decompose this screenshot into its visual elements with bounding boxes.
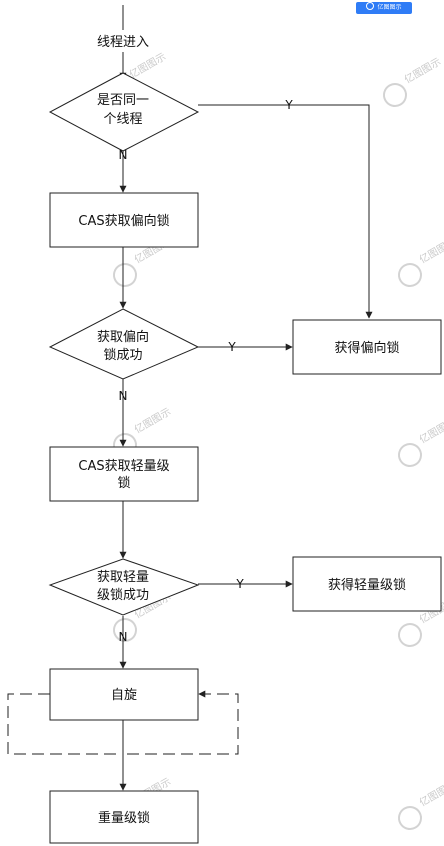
- decision-same-thread: [48, 72, 200, 152]
- edge-label-d1-no: N: [119, 148, 128, 162]
- brand-badge-label: 亿图图示: [377, 4, 402, 11]
- decision-same-thread-line1: 是否同一: [97, 93, 149, 108]
- decision-biased-success-line1: 获取偏向: [97, 329, 149, 345]
- start-label: 线程进入: [97, 35, 149, 50]
- decision-lightweight-success-line1: 获取轻量: [97, 570, 149, 585]
- watermark: 亿图图示: [383, 55, 443, 107]
- edge-label-d3-yes: Y: [235, 577, 244, 591]
- edge-label-d1-yes: Y: [284, 98, 293, 112]
- result-lightweight-lock-label: 获得轻量级锁: [328, 577, 406, 593]
- watermark-text: 亿图图示: [402, 55, 443, 86]
- process-heavyweight-lock: [49, 790, 199, 844]
- watermark-text: 亿图图示: [417, 235, 444, 266]
- watermark-logo-icon: [398, 623, 422, 647]
- edge-label-d3-no: N: [119, 630, 128, 644]
- brand-logo-icon: [366, 2, 375, 10]
- watermark-logo-icon: [398, 806, 422, 830]
- process-heavyweight-lock-label: 重量级锁: [98, 810, 150, 826]
- watermark-logo-icon: [383, 83, 407, 107]
- edge-label-d2-no: N: [119, 389, 128, 403]
- spin-loop-left: [7, 693, 119, 755]
- process-spin: [49, 668, 199, 721]
- decision-biased-success: [48, 308, 200, 380]
- result-biased-lock: [292, 319, 442, 375]
- process-spin-label: 自旋: [111, 688, 137, 703]
- watermark-text: 亿图图示: [127, 50, 168, 81]
- watermark: 亿图图示: [398, 778, 444, 830]
- watermark: 亿图图示: [398, 235, 444, 287]
- watermark-text: 亿图图示: [132, 405, 173, 436]
- process-cas-biased: [49, 192, 199, 248]
- result-lightweight-lock: [292, 556, 442, 612]
- watermark-logo-icon: [113, 263, 137, 287]
- edge-label-d2-yes: Y: [227, 340, 236, 354]
- brand-badge: 亿图图示: [356, 2, 412, 14]
- watermark-logo-icon: [398, 443, 422, 467]
- result-biased-lock-label: 获得偏向锁: [334, 340, 399, 356]
- process-cas-biased-label: CAS获取偏向锁: [78, 213, 169, 229]
- decision-lightweight-success: [48, 558, 200, 616]
- watermark-text: 亿图图示: [417, 778, 444, 809]
- process-cas-lightweight: [49, 446, 199, 502]
- spin-loop-right: [127, 690, 239, 755]
- watermark: 亿图图示: [398, 415, 444, 467]
- decision-lightweight-success-line2: 级锁成功: [97, 587, 149, 603]
- process-cas-lightweight-line2: 锁: [117, 475, 130, 491]
- decision-biased-success-line2: 锁成功: [103, 347, 142, 363]
- watermark-text: 亿图图示: [417, 415, 444, 446]
- watermark-logo-icon: [398, 263, 422, 287]
- watermark-logo-icon: [113, 618, 137, 642]
- edge-d1-yes-to-r1: [198, 104, 373, 319]
- decision-same-thread-line2: 个线程: [103, 112, 142, 127]
- process-cas-lightweight-line1: CAS获取轻量级: [78, 459, 169, 474]
